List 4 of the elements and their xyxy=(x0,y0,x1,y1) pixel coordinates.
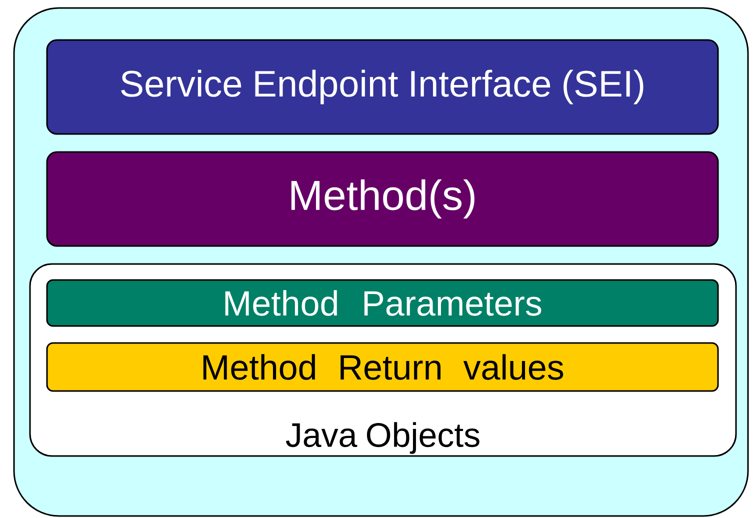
parameters-bar: Method Parameters xyxy=(46,279,719,327)
interface-box: Service Endpoint Interface (SEI) xyxy=(46,39,719,135)
return-values-bar: Method Return values xyxy=(46,342,719,392)
method-box: Method(s) xyxy=(46,151,719,247)
